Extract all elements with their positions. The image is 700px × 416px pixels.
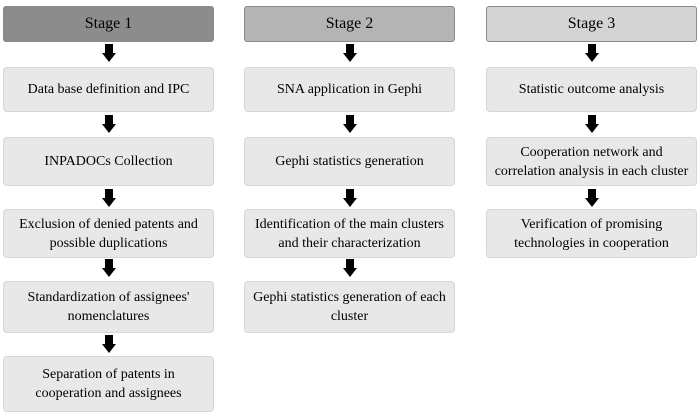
stage-1-step-2: INPADOCs Collection [3, 137, 214, 186]
arrow-down-icon [102, 189, 116, 207]
arrow-down-icon [343, 44, 357, 62]
arrow-down-icon [585, 115, 599, 133]
stage-2-step-2: Gephi statistics generation [244, 137, 455, 186]
stage-1-step-1: Data base definition and IPC [3, 67, 214, 112]
arrow-down-icon [585, 189, 599, 207]
stage-2-step-1: SNA application in Gephi [244, 67, 455, 112]
stage-3-step-3: Verification of promising technologies i… [486, 209, 697, 258]
arrow-down-icon [343, 259, 357, 277]
stage-2-header: Stage 2 [244, 6, 455, 42]
arrow-down-icon [102, 44, 116, 62]
arrow-down-icon [585, 44, 599, 62]
stage-3-step-2: Cooperation network and correlation anal… [486, 137, 697, 186]
stage-1-header: Stage 1 [3, 6, 214, 42]
arrow-down-icon [102, 335, 116, 353]
arrow-down-icon [343, 115, 357, 133]
stage-2-step-3: Identification of the main clusters and … [244, 209, 455, 258]
stage-1-step-4: Standardization of assignees' nomenclatu… [3, 281, 214, 333]
arrow-down-icon [102, 115, 116, 133]
stage-3-header: Stage 3 [486, 6, 697, 42]
arrow-down-icon [343, 189, 357, 207]
stage-2-step-4: Gephi statistics generation of each clus… [244, 281, 455, 333]
stage-3-step-1: Statistic outcome analysis [486, 67, 697, 112]
stage-1-step-3: Exclusion of denied patents and possible… [3, 209, 214, 258]
stage-1-step-5: Separation of patents in cooperation and… [3, 356, 214, 412]
arrow-down-icon [102, 259, 116, 277]
